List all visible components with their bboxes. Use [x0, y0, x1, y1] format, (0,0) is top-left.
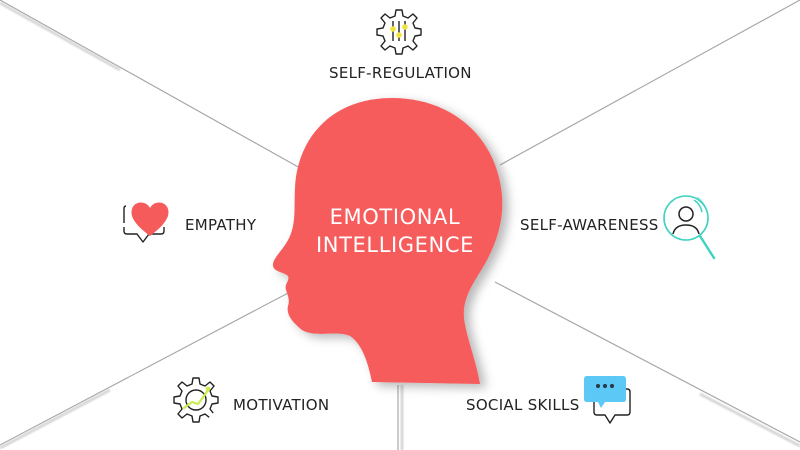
divider-line-top-left — [0, 0, 301, 169]
chat-bubbles-icon — [584, 376, 631, 424]
center-title: EMOTIONAL INTELLIGENCE — [300, 203, 490, 259]
label-motivation: MOTIVATION — [233, 396, 330, 414]
label-self-regulation: SELF-REGULATION — [329, 64, 472, 82]
heart-speech-bubble-icon — [123, 202, 169, 243]
person-magnifier-icon — [663, 195, 716, 260]
gear-sliders-icon — [376, 9, 422, 55]
label-social-skills: SOCIAL SKILLS — [466, 396, 580, 414]
divider-line-top-right — [499, 0, 800, 166]
divider-line-bottom-left — [0, 291, 291, 446]
label-empathy: EMPATHY — [185, 216, 257, 234]
center-title-line-1: EMOTIONAL — [329, 205, 461, 229]
label-self-awareness: SELF-AWARENESS — [520, 216, 659, 234]
center-title-line-2: INTELLIGENCE — [316, 233, 474, 257]
gear-growth-arrow-icon — [173, 377, 219, 423]
divider-line-bottom-right — [494, 281, 800, 443]
